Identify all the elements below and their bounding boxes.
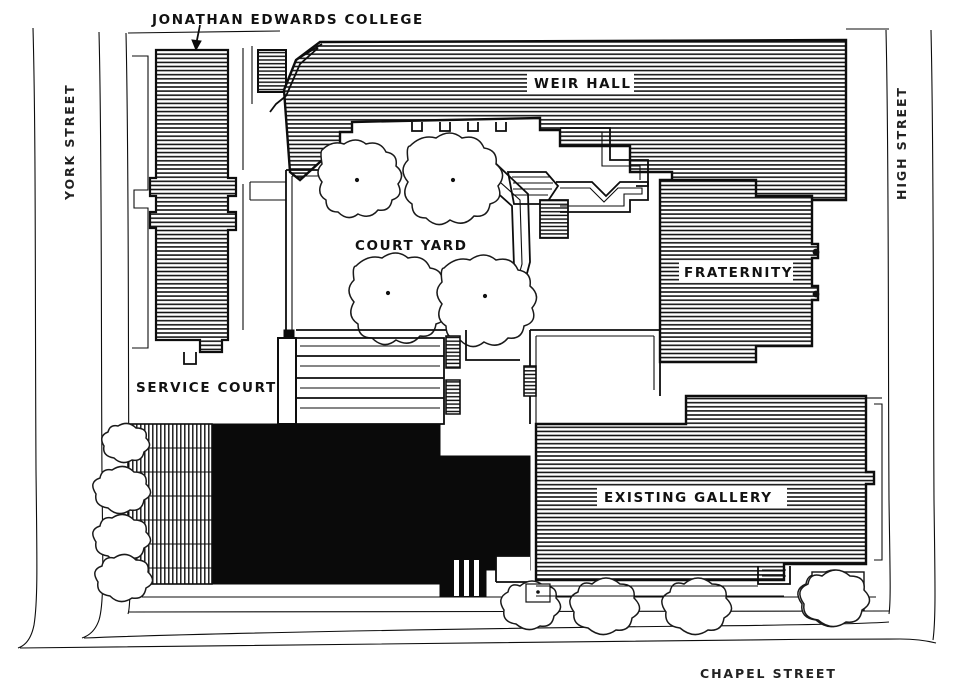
jonathan-edwards-college-label: JONATHAN EDWARDS COLLEGE bbox=[151, 12, 424, 28]
building-jonathan-edwards-college bbox=[132, 24, 244, 365]
weir-hall-gable-lower bbox=[269, 95, 287, 113]
east-court-walls bbox=[523, 329, 661, 424]
new-building-slot-1 bbox=[454, 560, 459, 596]
curved-garden-wall bbox=[556, 181, 649, 213]
tree-canopy-service-1 bbox=[101, 422, 151, 464]
fraternity-label-plate bbox=[679, 262, 793, 281]
weir-hall-chamfer-top bbox=[295, 43, 323, 61]
weir-hall-label: WEIR HALL bbox=[534, 76, 632, 92]
mid-piers bbox=[445, 330, 520, 415]
east-court-jamb bbox=[523, 365, 537, 397]
east-service-yard bbox=[866, 397, 883, 561]
gallery-east-yard-wall bbox=[874, 403, 883, 561]
fraternity-pier-1 bbox=[812, 248, 820, 256]
new-building-notch-outline bbox=[495, 555, 530, 583]
building-fraternity: FRATERNITY bbox=[658, 178, 820, 364]
building-small-north-annex bbox=[251, 46, 287, 104]
service-court-label: SERVICE COURT bbox=[136, 380, 277, 396]
tree-canopy-service-2 bbox=[92, 465, 152, 515]
court-yard-label: COURT YARD bbox=[355, 238, 468, 254]
mid-wall-return bbox=[465, 330, 520, 361]
building-new-solid bbox=[211, 423, 531, 597]
existing-gallery-label: EXISTING GALLERY bbox=[604, 490, 773, 506]
mid-pier-1 bbox=[445, 335, 461, 369]
tree-center-courtyard-3 bbox=[385, 290, 391, 296]
weir-hall-east-link bbox=[560, 127, 649, 187]
je-college-stair-bump bbox=[183, 352, 197, 365]
high-street-outer-curb bbox=[930, 29, 936, 641]
existing-gallery-entry-hatch bbox=[762, 569, 786, 577]
tree-center-courtyard-4 bbox=[482, 293, 488, 299]
existing-gallery-label-plate bbox=[597, 486, 787, 507]
tree-center-courtyard-2 bbox=[450, 177, 456, 183]
new-building-footprint bbox=[211, 423, 531, 597]
tree-center-courtyard-1 bbox=[354, 177, 360, 183]
new-building-notch bbox=[496, 556, 530, 582]
stair-landing-block bbox=[539, 199, 569, 239]
chapel-street-trees bbox=[500, 569, 871, 636]
stair-run bbox=[506, 171, 560, 205]
building-existing-gallery: EXISTING GALLERY bbox=[534, 394, 876, 585]
weir-hall-gable-ridge bbox=[285, 47, 319, 97]
fraternity-label: FRATERNITY bbox=[684, 265, 793, 281]
curved-garden-wall-inner bbox=[560, 187, 643, 207]
tree-canopy-courtyard-3 bbox=[348, 252, 450, 346]
chapel-street-label: CHAPEL STREET bbox=[700, 666, 837, 681]
je-college-yard-wall bbox=[132, 55, 149, 349]
fraternity-pier-2 bbox=[812, 290, 820, 298]
weir-hall-label-plate bbox=[527, 73, 634, 92]
terrace-west-pier bbox=[277, 337, 297, 425]
tree-center-chapel-1 bbox=[536, 590, 540, 594]
new-building-slot-3 bbox=[474, 560, 479, 596]
terrace-steps bbox=[277, 329, 446, 425]
je-college-leader-arrowhead bbox=[191, 39, 202, 52]
weir-hall-east-link-inner bbox=[566, 131, 641, 180]
tree-canopy-service-4 bbox=[94, 553, 154, 603]
court-yard-trees bbox=[317, 132, 538, 348]
je-college-footprint bbox=[148, 48, 238, 354]
top-property-line-left bbox=[127, 30, 281, 34]
service-court-paving bbox=[92, 422, 213, 603]
tree-canopy-courtyard-1 bbox=[317, 139, 403, 219]
tree-canopy-courtyard-4 bbox=[436, 254, 538, 348]
service-court-trees bbox=[92, 422, 154, 603]
high-street-label: HIGH STREET bbox=[894, 86, 909, 200]
new-building-slot-2 bbox=[464, 560, 469, 596]
tree-canopy-chapel-4b bbox=[799, 569, 871, 628]
existing-gallery-south-entry bbox=[757, 566, 791, 585]
mid-pier-2 bbox=[445, 379, 461, 415]
weir-hall-buttresses bbox=[411, 122, 507, 132]
york-street-label: YORK STREET bbox=[62, 83, 77, 201]
north-annex-footprint bbox=[257, 49, 287, 93]
step-line-hatch bbox=[300, 345, 440, 409]
york-street-outer-curb bbox=[17, 27, 38, 649]
high-street-inner-curb bbox=[885, 29, 891, 615]
